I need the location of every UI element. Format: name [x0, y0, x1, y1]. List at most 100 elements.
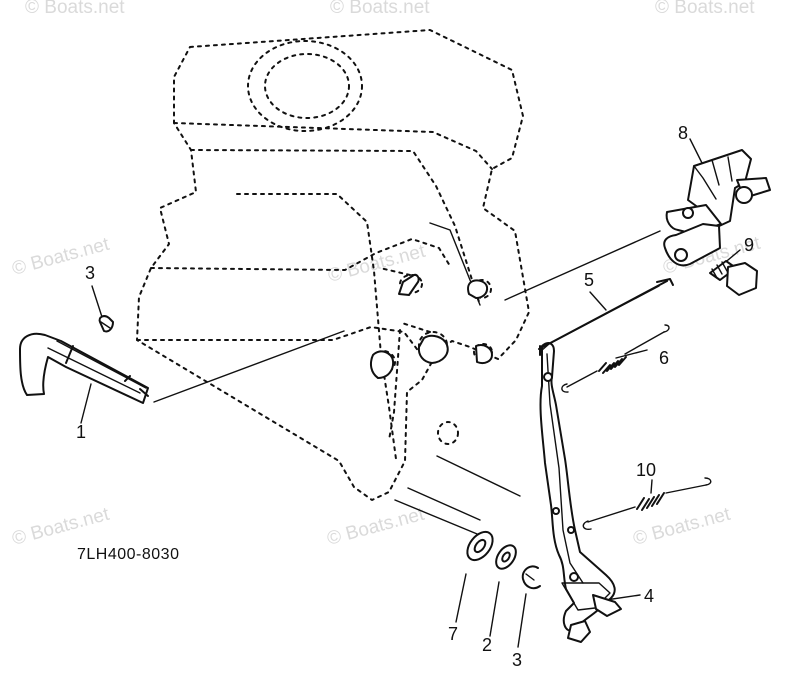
spring-coils — [636, 492, 665, 511]
control-arm-hole — [569, 572, 579, 582]
washer-2-inner — [501, 551, 511, 563]
watermark-text: © Boats.net — [631, 504, 733, 550]
spring-lead — [665, 484, 707, 494]
engine-stud — [398, 273, 420, 296]
spring-hook — [582, 520, 592, 531]
engine-boss — [472, 279, 492, 299]
leader-line — [429, 222, 481, 306]
leader-line — [436, 455, 521, 497]
part-label-5: 5 — [584, 270, 594, 290]
leader-line — [615, 349, 648, 359]
engine-hardware — [369, 273, 493, 379]
part-label-2: 2 — [482, 635, 492, 655]
part-labels: 3 1 5 6 8 9 10 4 7 2 3 7LH400-8030 — [76, 123, 754, 670]
part-label-7: 7 — [448, 624, 458, 644]
lever-shaft-body — [19, 332, 149, 404]
bracket-bushing — [735, 186, 753, 204]
watermark-text: © Boats.net — [655, 0, 755, 18]
engine-inner-edge — [190, 149, 481, 306]
engine-top-ring — [247, 40, 363, 132]
engine-lower-edge — [136, 326, 424, 358]
control-arm-stud — [592, 594, 622, 617]
spring-hook — [663, 324, 670, 333]
link-rod-bend — [540, 285, 660, 352]
leader-line — [689, 138, 704, 166]
leader-line — [455, 573, 467, 623]
part-4-control-arm — [539, 342, 622, 643]
part-3-clip-upper — [98, 315, 114, 333]
leader-line — [517, 593, 527, 648]
engine-block-outline — [136, 29, 530, 501]
leader-line — [394, 499, 483, 537]
part-label-4: 4 — [644, 586, 654, 606]
watermark-text: © Boats.net — [10, 504, 112, 550]
engine-stud — [467, 279, 489, 299]
clip-body — [521, 565, 541, 590]
lever-shaft-notch — [65, 345, 74, 364]
engine-top-edge — [173, 122, 493, 170]
part-10-spring — [582, 477, 712, 531]
engine-top-hole — [264, 53, 350, 119]
part-3-clip-lower — [521, 565, 541, 590]
leader-line — [91, 285, 103, 318]
part-8-bracket — [663, 149, 771, 267]
watermark-text: © Boats.net — [330, 0, 430, 18]
part-label-3-lower: 3 — [512, 650, 522, 670]
spring-lead — [587, 506, 636, 523]
part-label-3: 3 — [85, 263, 95, 283]
part-label-9: 9 — [744, 235, 754, 255]
part-7-washer — [466, 530, 494, 562]
part-label-6: 6 — [659, 348, 669, 368]
control-arm-hole — [567, 526, 575, 534]
part-label-10: 10 — [636, 460, 656, 480]
leader-line — [650, 479, 653, 494]
link-rod-hook — [656, 278, 674, 286]
spring-lead — [566, 370, 598, 388]
part-9-bolt — [709, 260, 758, 296]
part-label-1: 1 — [76, 422, 86, 442]
spring-hook — [704, 477, 712, 486]
reference-code: 7LH400-8030 — [77, 546, 179, 563]
part-5-link-rod — [538, 278, 674, 356]
watermark-text: © Boats.net — [325, 504, 427, 550]
bracket-folds — [693, 156, 733, 200]
clip-detail — [100, 321, 111, 329]
leader-line — [407, 487, 481, 521]
lever-shaft-end — [124, 375, 149, 397]
part-6-spring — [561, 324, 670, 393]
engine-outline — [136, 29, 530, 501]
leader-line — [80, 383, 92, 424]
engine-stud — [417, 334, 449, 364]
watermark-text: © Boats.net — [10, 234, 112, 280]
bracket-hole — [674, 248, 688, 262]
spring-lead — [624, 331, 665, 355]
bracket-hole — [682, 207, 694, 219]
part-2-washer — [495, 544, 517, 570]
spring-hook — [561, 383, 569, 393]
control-arm-hole — [552, 507, 560, 515]
leader-line — [153, 330, 345, 403]
engine-stud — [475, 344, 493, 365]
washer-7-inner — [473, 538, 487, 554]
control-arm-pivot — [567, 620, 591, 643]
engine-stud — [369, 350, 395, 379]
assembly-lines — [80, 138, 741, 648]
watermark-text: © Boats.net — [25, 0, 125, 18]
leader-line — [589, 291, 607, 311]
engine-mid-edge — [150, 238, 451, 271]
clip-detail — [525, 573, 535, 581]
bolt-thread — [711, 261, 728, 279]
bolt-head — [726, 262, 758, 296]
clip-body — [98, 315, 114, 333]
engine-boss — [437, 421, 459, 445]
engine-frame-edge — [236, 193, 397, 460]
part-label-8: 8 — [678, 123, 688, 143]
leader-line — [504, 230, 661, 301]
engine-rib — [379, 267, 431, 441]
control-arm-hole — [543, 372, 553, 382]
leader-line — [489, 581, 500, 637]
control-arm-fold — [546, 353, 584, 584]
spring-coils — [598, 356, 627, 374]
